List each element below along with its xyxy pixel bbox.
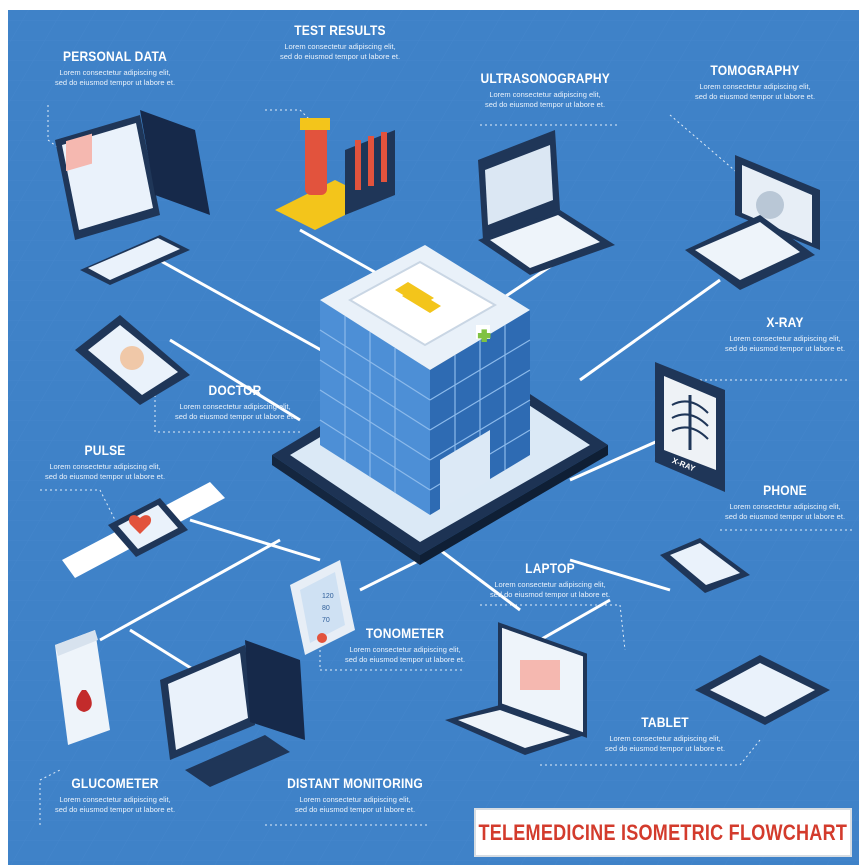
tonometer-description: Lorem consectetur adipiscing elit, sed d… [330,645,480,665]
description-line-1: Lorem consectetur adipiscing elit, [49,462,161,471]
tonometer-value-sys: 120 [322,593,334,600]
tomography-title: TOMOGRAPHY [710,62,800,78]
tomography-scanner-illustration [685,155,820,290]
description-line-2: sed do eiusmod tempor ut labore et. [279,52,401,61]
ultrasonography-title: ULTRASONOGRAPHY [480,70,610,86]
description-line-2: sed do eiusmod tempor ut labore et. [344,655,466,664]
description-line-1: Lorem consectetur adipiscing elit, [284,42,396,51]
tonometer-value-dia: 80 [322,605,330,612]
xray-label: X-RAY Lorem consectetur adipiscing elit,… [710,314,860,354]
description-line-1: Lorem consectetur adipiscing elit, [349,645,461,654]
description-line-1: Lorem consectetur adipiscing elit, [729,334,841,343]
title-banner: TELEMEDICINE ISOMETRIC FLOWCHART [474,808,852,857]
doctor-label: DOCTOR Lorem consectetur adipiscing elit… [160,382,310,422]
phone-title: PHONE [763,482,807,498]
doctor-phone-illustration [75,315,190,405]
description-line-2: sed do eiusmod tempor ut labore et. [174,412,296,421]
pulse-description: Lorem consectetur adipiscing elit, sed d… [30,462,180,482]
tablet-title: TABLET [641,714,689,730]
description-line-1: Lorem consectetur adipiscing elit, [609,734,721,743]
description-line-2: sed do eiusmod tempor ut labore et. [54,78,176,87]
tablet-illustration [695,655,830,725]
smartphone-illustration [660,538,750,593]
laptop-illustration [445,622,587,755]
distant-monitoring-title: DISTANT MONITORING [287,775,423,791]
test-results-title: TEST RESULTS [294,22,386,38]
ultrasonography-label: ULTRASONOGRAPHY Lorem consectetur adipis… [470,70,620,110]
smartwatch-illustration [62,482,225,578]
description-line-1: Lorem consectetur adipiscing elit, [59,68,171,77]
infographic-title: TELEMEDICINE ISOMETRIC FLOWCHART [478,819,848,845]
description-line-1: Lorem consectetur adipiscing elit, [489,90,601,99]
monitoring-computer-illustration [160,640,305,787]
tonometer-title: TONOMETER [365,625,445,641]
distant-monitoring-description: Lorem consectetur adipiscing elit, sed d… [270,795,440,815]
glucometer-title: GLUCOMETER [71,775,159,791]
test-results-label: TEST RESULTS Lorem consectetur adipiscin… [265,22,415,62]
description-line-1: Lorem consectetur adipiscing elit, [59,795,171,804]
description-line-2: sed do eiusmod tempor ut labore et. [724,512,846,521]
phone-description: Lorem consectetur adipiscing elit, sed d… [710,502,860,522]
microscope-illustration [275,118,395,230]
glucometer-illustration [55,630,110,745]
description-line-2: sed do eiusmod tempor ut labore et. [484,100,606,109]
hospital-building-illustration [272,245,608,565]
laptop-description: Lorem consectetur adipiscing elit, sed d… [475,580,625,600]
pulse-title: PULSE [84,442,126,458]
personal-data-title: PERSONAL DATA [63,48,167,64]
tonometer-value-pulse: 70 [322,617,330,624]
connector-lines [99,228,721,682]
glucometer-label: GLUCOMETER Lorem consectetur adipiscing … [40,775,190,815]
tablet-description: Lorem consectetur adipiscing elit, sed d… [590,734,740,754]
tomography-label: TOMOGRAPHY Lorem consectetur adipiscing … [680,62,830,102]
phone-label: PHONE Lorem consectetur adipiscing elit,… [710,482,860,522]
glucometer-description: Lorem consectetur adipiscing elit, sed d… [40,795,190,815]
description-line-1: Lorem consectetur adipiscing elit, [699,82,811,91]
pulse-label: PULSE Lorem consectetur adipiscing elit,… [30,442,180,482]
description-line-2: sed do eiusmod tempor ut labore et. [604,744,726,753]
tonometer-label: TONOMETER Lorem consectetur adipiscing e… [330,625,480,665]
description-line-2: sed do eiusmod tempor ut labore et. [54,805,176,814]
xray-film-illustration: X-RAY [655,362,725,492]
description-line-1: Lorem consectetur adipiscing elit, [179,402,291,411]
doctor-description: Lorem consectetur adipiscing elit, sed d… [160,402,310,422]
test-results-description: Lorem consectetur adipiscing elit, sed d… [265,42,415,62]
description-line-2: sed do eiusmod tempor ut labore et. [489,590,611,599]
description-line-2: sed do eiusmod tempor ut labore et. [44,472,166,481]
personal-data-label: PERSONAL DATA Lorem consectetur adipisci… [40,48,190,88]
xray-description: Lorem consectetur adipiscing elit, sed d… [710,334,860,354]
description-line-1: Lorem consectetur adipiscing elit, [299,795,411,804]
tonometer-illustration: 120 80 70 [290,560,355,655]
laptop-label: LAPTOP Lorem consectetur adipiscing elit… [475,560,625,600]
description-line-1: Lorem consectetur adipiscing elit, [494,580,606,589]
laptop-title: LAPTOP [525,560,575,576]
tablet-label: TABLET Lorem consectetur adipiscing elit… [590,714,740,754]
personal-data-description: Lorem consectetur adipiscing elit, sed d… [40,68,190,88]
desktop-computer-illustration [55,110,210,285]
description-line-1: Lorem consectetur adipiscing elit, [729,502,841,511]
distant-monitoring-label: DISTANT MONITORING Lorem consectetur adi… [270,775,440,815]
description-line-2: sed do eiusmod tempor ut labore et. [724,344,846,353]
description-line-2: sed do eiusmod tempor ut labore et. [694,92,816,101]
ultrasonography-description: Lorem consectetur adipiscing elit, sed d… [470,90,620,110]
ultrasound-laptop-illustration [478,130,615,275]
description-line-2: sed do eiusmod tempor ut labore et. [294,805,416,814]
tomography-description: Lorem consectetur adipiscing elit, sed d… [680,82,830,102]
xray-title: X-RAY [766,314,804,330]
doctor-title: DOCTOR [208,382,262,398]
